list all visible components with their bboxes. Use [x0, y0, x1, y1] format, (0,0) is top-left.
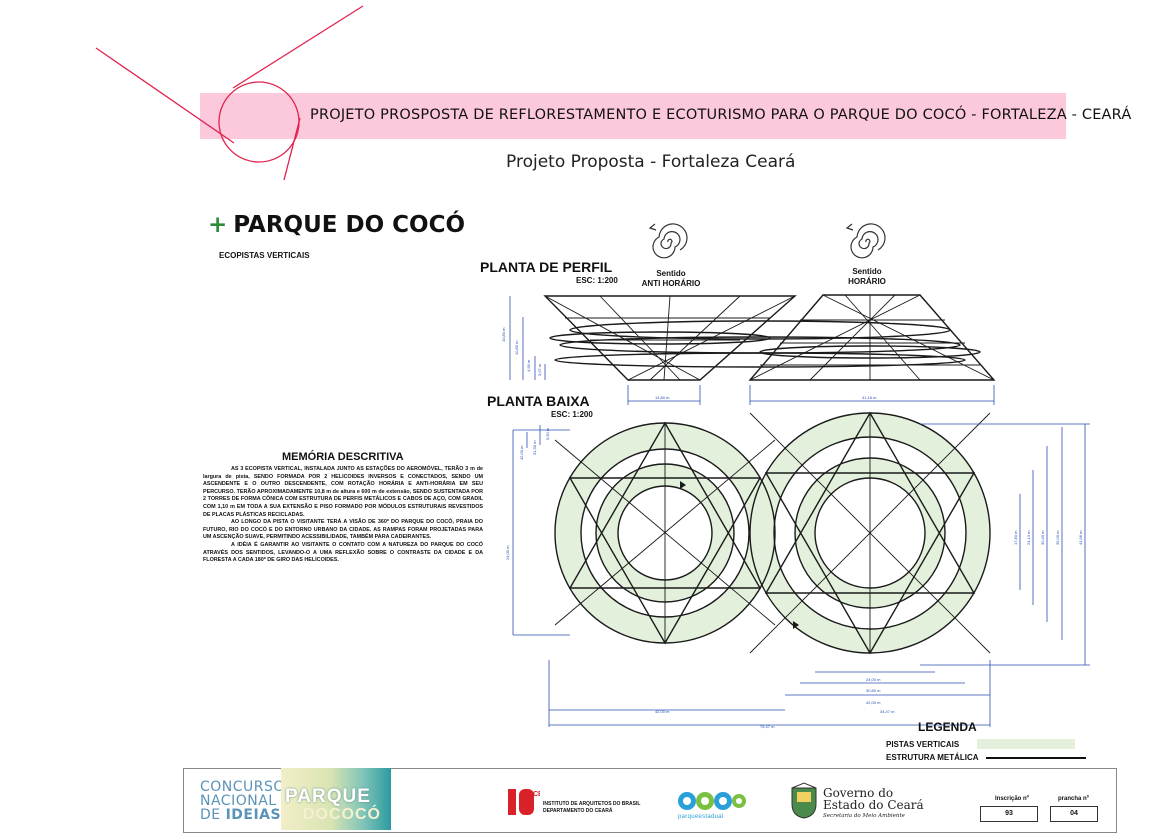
plan-title: PLANTA BAIXA — [487, 393, 590, 409]
dim-plan-right-3: 30,40 m — [1040, 530, 1045, 545]
rotation-right-word: Sentido — [852, 267, 882, 276]
iab-line-1: INSTITUTO DE ARQUITETOS DO BRASIL — [543, 801, 641, 807]
rotation-left-dir: ANTI HORÁRIO — [641, 279, 701, 288]
plan-dimensions — [512, 423, 1090, 727]
dim-plan-height-left: 24,00 m — [505, 545, 510, 560]
rotation-label-left: Sentido ANTI HORÁRIO — [626, 269, 716, 289]
gov-text: Governo do Estado do Ceará — [823, 787, 924, 811]
deco-line-1 — [95, 47, 235, 144]
gov-line-1: Governo do — [823, 786, 894, 800]
dim-plan-bottom-6: 76,47 m — [760, 724, 775, 729]
park-subheading: ECOPISTAS VERTICAIS — [219, 251, 310, 260]
parque-logo-line-1: PARQUE — [285, 786, 371, 807]
project-subtitle: Projeto Proposta - Fortaleza Ceará — [506, 152, 796, 172]
concurso-line-3: DE IDEIAS — [200, 808, 285, 822]
rotation-left-word: Sentido — [656, 269, 686, 278]
dim-profile-w2: 41,16 m — [862, 395, 877, 400]
profile-dimensions — [509, 296, 995, 405]
ceara-crest-icon — [791, 782, 817, 819]
dim-plan-top-2: 31,30 m — [532, 440, 537, 455]
inscricao-value: 93 — [980, 806, 1038, 822]
dim-plan-right-1: 17,80 m — [1013, 530, 1018, 545]
dim-plan-top-3: 5,50 m — [545, 427, 550, 440]
dim-plan-right-2: 24,13 m — [1026, 530, 1031, 545]
rotation-right-dir: HORÁRIO — [848, 277, 886, 286]
dim-plan-bottom-3: 42,00 m — [866, 700, 881, 705]
technical-drawing: 10,80 m 10,80 m 4,58 m 3,67 m 14,80 m 41… — [501, 223, 1090, 729]
inscricao-label: Inscrição nº — [995, 796, 1029, 802]
rotation-label-right: Sentido HORÁRIO — [822, 267, 912, 287]
iab-ce-mark: CE — [533, 791, 540, 798]
legend-tracks-swatch — [977, 739, 1075, 749]
dim-plan-right-4: 35,00 m — [1055, 530, 1060, 545]
deco-circle — [218, 81, 300, 163]
decorative-lines — [95, 5, 364, 181]
concurso-line-1: CONCURSO — [200, 779, 285, 795]
memoria-text: AS 3 ECOPISTA VERTICAL, INSTALADA JUNTO … — [203, 466, 483, 565]
dim-plan-bottom-1: 24,00 m — [866, 677, 881, 682]
dim-plan-bottom-4: 42,00 m — [655, 709, 670, 714]
prancha-label: prancha nº — [1058, 796, 1089, 802]
gov-secretaria: Secretaria do Meio Ambiente — [823, 813, 905, 819]
deco-line-3 — [283, 117, 301, 181]
legend-structure-line — [986, 757, 1086, 759]
dim-plan-top-1: 42,00 m — [519, 445, 524, 460]
concurso-de: DE — [200, 807, 226, 823]
dim-plan-right-5: 41,96 m — [1078, 530, 1083, 545]
parque-logo-line-2: DOCOCÓ — [303, 806, 381, 823]
legend-structure-label: ESTRUTURA METÁLICA — [886, 753, 979, 762]
title-band — [200, 93, 1066, 139]
profile-title: PLANTA DE PERFIL — [480, 259, 613, 275]
concurso-ideias: IDEIAS — [225, 807, 282, 823]
memoria-paragraph: AS 3 ECOPISTA VERTICAL, INSTALADA JUNTO … — [203, 466, 483, 518]
prancha-value: 04 — [1050, 806, 1098, 822]
dim-profile-h3: 4,58 m — [526, 359, 531, 372]
dim-plan-bottom-5: 34,47 m — [880, 709, 895, 714]
legend-title: LEGENDA — [918, 720, 977, 734]
dim-plan-bottom-2: 30,80 m — [866, 688, 881, 693]
parque-do-coco-logo: PARQUE DOCOCÓ — [281, 768, 391, 830]
memoria-paragraph: AO LONGO DA PISTA O VISITANTE TERÁ A VIS… — [203, 519, 483, 541]
plan-structure — [554, 411, 991, 655]
coco-logo-icon — [678, 792, 746, 810]
memoria-title: MEMÓRIA DESCRITIVA — [282, 451, 404, 463]
project-title: PROJETO PROSPOSTA DE REFLORESTAMENTO E E… — [310, 107, 1132, 123]
spiral-icon-left — [648, 223, 688, 259]
iab-logo-icon: CE — [508, 789, 540, 815]
profile-scale: ESC: 1:200 — [576, 276, 618, 285]
park-heading: +PARQUE DO COCÓ — [208, 212, 465, 238]
plus-icon: + — [208, 212, 228, 238]
dim-profile-w1: 14,80 m — [655, 395, 670, 400]
dim-profile-h4: 3,67 m — [537, 363, 542, 376]
dim-profile-h2: 10,80 m — [514, 340, 519, 355]
spiral-icon-right — [845, 223, 886, 259]
plan-scale: ESC: 1:200 — [551, 410, 593, 419]
legend-tracks-label: PISTAS VERTICAIS — [886, 740, 960, 749]
coco-caption: parqueestadual — [678, 814, 724, 820]
memoria-paragraph: A IDÉIA É GARANTIR AO VISITANTE O CONTAT… — [203, 541, 483, 564]
profile-view — [543, 294, 996, 381]
concurso-line-2: NACIONAL — [200, 793, 277, 809]
gov-line-2: Estado do Ceará — [823, 798, 924, 812]
park-heading-text: PARQUE DO COCÓ — [233, 212, 465, 238]
iab-line-2: DEPARTAMENTO DO CEARÁ — [543, 808, 613, 814]
dim-profile-h1: 10,80 m — [501, 327, 506, 342]
deco-line-2 — [232, 5, 364, 89]
concurso-logo: CONCURSO NACIONAL DE IDEIAS — [200, 780, 285, 822]
iab-text: INSTITUTO DE ARQUITETOS DO BRASIL DEPART… — [543, 801, 640, 815]
